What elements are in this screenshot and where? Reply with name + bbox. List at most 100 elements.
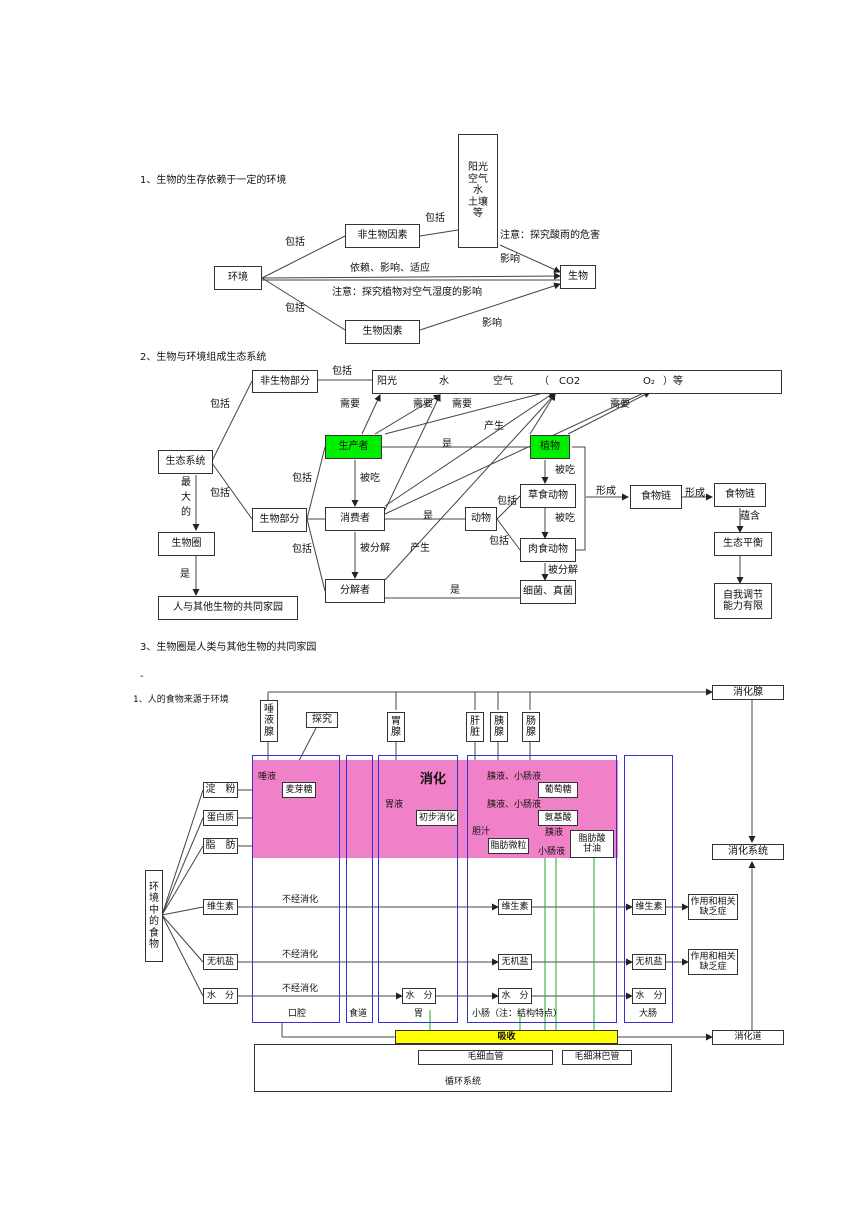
food-web-box: 食物链 [714, 483, 766, 507]
role-line: 缺乏症 [699, 962, 727, 972]
vitamin-role-box: 作用和相关 缺乏症 [688, 894, 738, 920]
small-intestine-column [467, 755, 617, 1023]
bile-label: 胆汁 [472, 827, 491, 837]
resource-co2: CO2 [559, 376, 581, 388]
biotic-factor-box: 生物因素 [345, 320, 420, 344]
glucose-box: 葡萄糖 [538, 782, 578, 798]
water-small-int: 水 分 [498, 988, 532, 1004]
absorption-box: 吸收 [395, 1030, 618, 1044]
largest-2: 大 [181, 492, 191, 503]
consumer-box: 消费者 [325, 507, 385, 531]
char: 腺 [391, 727, 401, 738]
resource-air: 空气 [493, 376, 513, 388]
digestive-system-box: 消化系统 [712, 844, 784, 860]
small-intestine-label: 小肠（注：结构特点） [472, 1009, 563, 1019]
form-label: 形成 [685, 488, 705, 499]
juice-label: 胰液、小肠液 [487, 772, 542, 782]
intestinal-juice-label: 小肠液 [538, 847, 566, 857]
abiotic-factor-box: 非生物因素 [345, 224, 420, 248]
form-label: 形成 [596, 486, 616, 497]
self-regulation-box: 自我调节 能力有限 [714, 583, 772, 619]
water-large-int: 水 分 [632, 988, 666, 1004]
resource-water: 水 [439, 376, 449, 388]
organism-box: 生物 [560, 265, 596, 289]
mouth-column [252, 755, 340, 1023]
digestive-gland-box: 消化腺 [712, 685, 784, 700]
food-mineral: 无机盐 [203, 954, 238, 970]
abiotic-part-box: 非生物部分 [252, 370, 318, 393]
eaten-label: 被吃 [555, 513, 575, 524]
explore-box: 探究 [306, 712, 338, 728]
initial-digestion-box: 初步消化 [416, 810, 458, 826]
fatty-acid-box: 脂肪酸 甘油 [570, 830, 614, 858]
char: 中 [149, 904, 159, 916]
undigested-label: 不经消化 [282, 895, 319, 905]
factor-water: 水 [473, 185, 483, 197]
dot-mark: - [140, 671, 144, 682]
food-fat: 脂 肪 [203, 838, 238, 854]
large-intestine-label: 大肠 [639, 1009, 658, 1019]
contain-label: 蕴含 [740, 511, 760, 522]
gastric-juice-label: 胃液 [385, 800, 404, 810]
eaten-label: 被吃 [555, 465, 575, 476]
need-label: 需要 [413, 399, 433, 410]
include-label: 包括 [489, 536, 509, 547]
factors-box: 阳光 空气 水 土壤 等 [458, 134, 498, 248]
fatty-acid: 脂肪酸 [578, 833, 606, 844]
biotic-part-box: 生物部分 [252, 508, 307, 532]
factor-etc: 等 [473, 208, 483, 220]
gastric-gland-box: 胃 腺 [387, 712, 405, 742]
liver-box: 肝 脏 [466, 712, 484, 742]
char: 胃 [391, 715, 401, 727]
digestion-region [252, 760, 618, 858]
biosphere-box: 生物圈 [158, 532, 215, 556]
largest-1: 最 [181, 477, 191, 488]
char: 液 [264, 715, 274, 727]
char: 腺 [526, 727, 536, 738]
is-label: 是 [423, 511, 433, 522]
undigested-label: 不经消化 [282, 984, 319, 994]
amino-acid-box: 氨基酸 [538, 810, 578, 826]
ecosystem-box: 生态系统 [158, 450, 213, 474]
producer-box: 生产者 [325, 435, 382, 459]
saliva-label: 唾液 [258, 772, 277, 782]
resource-lp: （ [539, 376, 549, 388]
char: 脏 [470, 727, 480, 738]
circulation-label: 循环系统 [444, 1076, 481, 1087]
food-water: 水 分 [203, 988, 238, 1004]
include-label: 包括 [332, 366, 352, 377]
need-label: 需要 [340, 399, 360, 410]
carnivore-box: 肉食动物 [520, 538, 576, 562]
char: 肠 [526, 715, 536, 727]
mineral-large-int: 无机盐 [632, 954, 666, 970]
water-stomach: 水 分 [402, 988, 436, 1004]
produce-label: 产生 [410, 543, 430, 554]
factor-sun: 阳光 [468, 162, 488, 174]
mineral-small-int: 无机盐 [498, 954, 532, 970]
char: 腺 [264, 726, 274, 738]
intestinal-gland-box: 肠 腺 [522, 712, 540, 742]
role-line: 作用和相关 [690, 896, 736, 907]
vitamin-small-int: 维生素 [498, 899, 532, 915]
glycerol: 甘油 [582, 844, 601, 854]
resources-box: 阳光 水 空气 （ CO2 O₂ ）等 [372, 370, 782, 394]
relation-label: 依赖、影响、适应 [350, 263, 430, 274]
large-intestine-column [624, 755, 673, 1023]
juice-label: 胰液、小肠液 [487, 800, 542, 810]
vitamin-large-int: 维生素 [632, 899, 666, 915]
animal-box: 动物 [465, 507, 497, 531]
char: 境 [149, 893, 159, 904]
include-label: 包括 [210, 488, 230, 499]
need-label: 需要 [452, 399, 472, 410]
include-label: 包括 [210, 399, 230, 410]
home-box: 人与其他生物的共同家园 [158, 596, 298, 620]
eaten-label: 被吃 [360, 473, 380, 484]
mouth-label: 口腔 [288, 1009, 307, 1019]
factor-air: 空气 [468, 173, 488, 185]
char: 物 [149, 939, 159, 950]
role-line: 作用和相关 [690, 951, 736, 962]
resource-sun: 阳光 [377, 376, 397, 388]
lymph-capillary-box: 毛细淋巴管 [562, 1050, 632, 1065]
maltose-box: 麦芽糖 [282, 782, 316, 798]
char: 唾 [264, 703, 274, 715]
